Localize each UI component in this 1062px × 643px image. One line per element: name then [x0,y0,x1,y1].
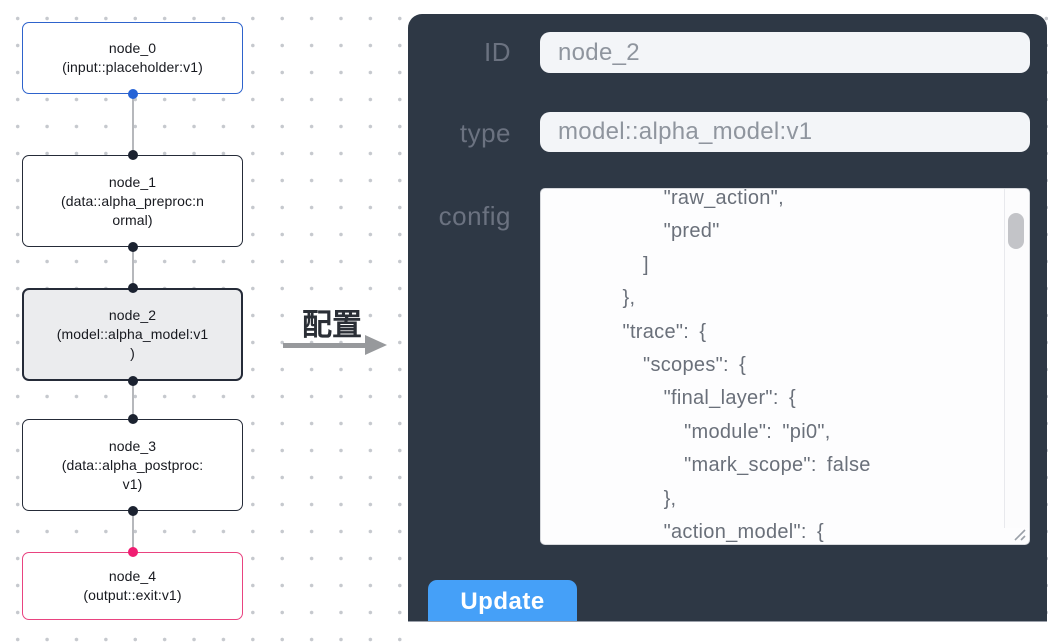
port-dot-node1-out[interactable] [127,242,138,252]
flow-node-node_1[interactable]: node_1 (data::alpha_preproc:n ormal) [22,155,243,247]
edge-line [131,94,134,155]
resize-grip-icon[interactable] [1009,524,1027,542]
id-input[interactable] [540,32,1030,73]
config-textarea[interactable]: "raw_action", "pred" ] }, "trace": { "sc… [540,188,1030,545]
edge-line [131,381,134,419]
config-field-label: config [438,201,511,231]
flow-node-node_0[interactable]: node_0 (input::placeholder:v1) [22,22,243,94]
edge-line [131,511,134,552]
config-json-text: "raw_action", "pred" ] }, "trace": { "sc… [622,188,871,544]
port-dot-node2-out[interactable] [127,376,138,386]
arrow-right-icon [283,335,387,355]
update-button[interactable]: Update [428,580,577,621]
port-dot-node1-in[interactable] [127,150,138,160]
node-label: node_3 (data::alpha_postproc: v1) [61,437,204,492]
port-dot-node0-out[interactable] [127,89,138,99]
background-mask [404,623,1062,643]
edge-line [131,247,134,288]
flow-node-node_4[interactable]: node_4 (output::exit:v1) [22,552,243,620]
scrollbar-thumb[interactable] [1008,213,1024,249]
transition-label: 配置 [302,309,362,342]
port-dot-node4-in[interactable] [127,547,138,557]
node-label: node_2 (model::alpha_model:v1 ) [56,307,209,361]
node-label: node_4 (output::exit:v1) [83,568,182,603]
port-dot-node3-out[interactable] [127,506,138,516]
background-mask [1048,14,1062,643]
config-panel: ID type config "raw_action", "pred" ] },… [408,14,1047,622]
node-label: node_0 (input::placeholder:v1) [62,40,203,75]
type-input[interactable] [540,112,1030,152]
id-field-label: ID [484,37,511,67]
node-label: node_1 (data::alpha_preproc:n ormal) [60,173,205,228]
port-dot-node2-in[interactable] [127,283,138,293]
type-field-label: type [459,118,511,148]
port-dot-node3-in[interactable] [127,414,138,424]
flow-node-node_3[interactable]: node_3 (data::alpha_postproc: v1) [22,419,243,511]
scrollbar-track[interactable] [1004,189,1029,528]
flow-node-node_2-selected[interactable]: node_2 (model::alpha_model:v1 ) [22,288,243,381]
